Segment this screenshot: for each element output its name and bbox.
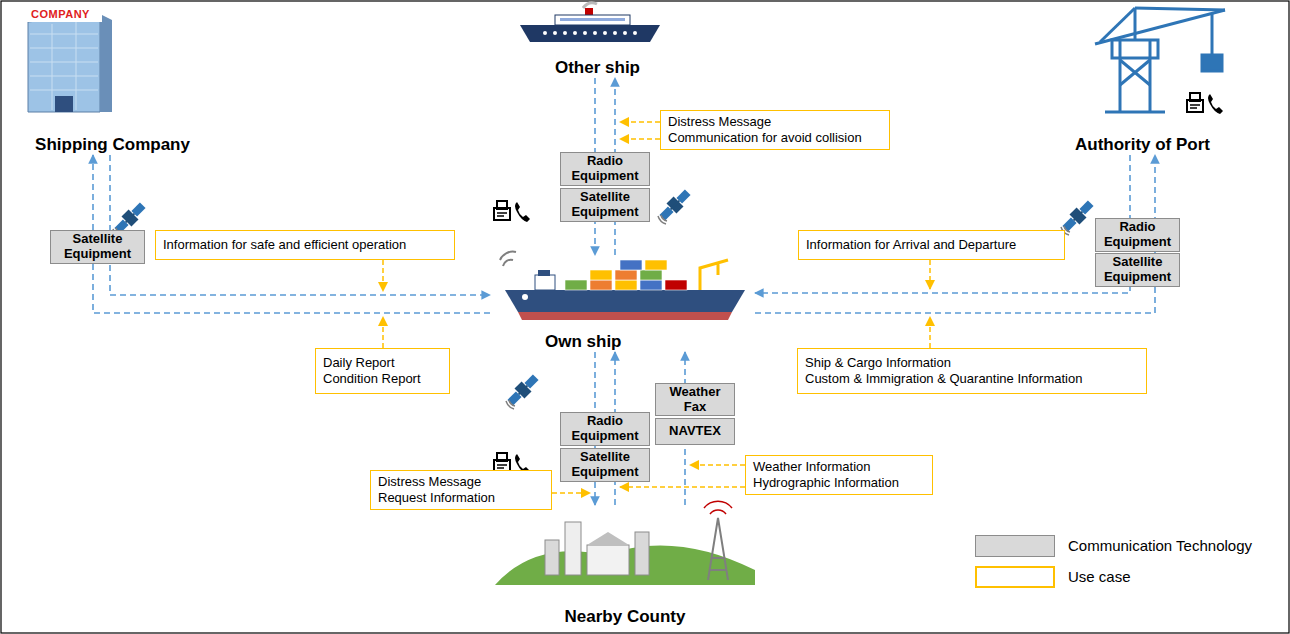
county-town-icon [495, 501, 755, 585]
legend-swatch [975, 535, 1055, 557]
communication-technology-box: Radio Equipment [1095, 218, 1180, 252]
technology-name: Satellite Equipment [54, 232, 141, 262]
use-case-leader [383, 122, 930, 493]
technology-name: Weather Fax [659, 385, 731, 415]
use-case-box: Information for safe and efficient opera… [155, 230, 455, 260]
use-case-text: Request Information [378, 490, 544, 506]
communication-technology-box: NAVTEX [655, 418, 735, 445]
use-case-box: Distress MessageRequest Information [370, 470, 552, 510]
communication-technology-box: Weather Fax [655, 383, 735, 416]
sign-text: COMPANY [31, 9, 90, 20]
use-case-text: Information for Arrival and Departure [806, 237, 1057, 253]
entity-node: Own ship [490, 255, 755, 352]
port-crane-icon [1095, 8, 1225, 112]
entity-node: Shipping Company [15, 5, 210, 155]
own-ship-icon [500, 252, 745, 320]
entity-name: Nearby County [565, 607, 686, 627]
use-case-box: Weather InformationHydrographic Informat… [745, 455, 933, 495]
communication-link [110, 155, 490, 295]
communication-technology-box: Radio Equipment [560, 152, 650, 186]
use-case-box: Daily ReportCondition Report [315, 348, 450, 394]
use-case-box: Information for Arrival and Departure [798, 230, 1065, 260]
communication-link [93, 155, 490, 313]
legend-text: Communication Technology [1068, 537, 1252, 554]
communication-technology-box: Radio Equipment [560, 412, 650, 446]
use-case-text: Information for safe and efficient opera… [163, 237, 447, 253]
use-case-box: Ship & Cargo InformationCustom & Immigra… [797, 348, 1147, 394]
use-case-text: Ship & Cargo Information [805, 355, 1139, 371]
entity-name: Shipping Company [35, 135, 190, 155]
use-case-text: Hydrographic Information [753, 475, 925, 491]
entity-node: Authority of Port [1045, 0, 1240, 155]
technology-name: Radio Equipment [564, 154, 646, 184]
communication-technology-box: Satellite Equipment [1095, 253, 1180, 287]
entity-name: Own ship [545, 332, 622, 352]
technology-name: Satellite Equipment [564, 450, 646, 480]
communication-technology-box: Satellite Equipment [560, 188, 650, 222]
use-case-text: Weather Information [753, 459, 925, 475]
technology-name: NAVTEX [669, 424, 721, 439]
communication-technology-box: Satellite Equipment [50, 230, 145, 264]
entity-name: Other ship [555, 58, 640, 78]
technology-name: Radio Equipment [564, 414, 646, 444]
use-case-text: Communication for avoid collision [668, 130, 882, 146]
use-case-text: Condition Report [323, 371, 442, 387]
other-ship-icon [520, 3, 660, 42]
technology-name: Satellite Equipment [564, 190, 646, 220]
communication-link [755, 155, 1130, 293]
entity-node: Other ship [525, 0, 670, 78]
entity-name: Authority of Port [1075, 135, 1210, 155]
use-case-text: Distress Message [668, 114, 882, 130]
technology-name: Radio Equipment [1099, 220, 1176, 250]
use-case-text: Custom & Immigration & Quarantine Inform… [805, 371, 1139, 387]
use-case-text: Daily Report [323, 355, 442, 371]
technology-name: Satellite Equipment [1099, 255, 1176, 285]
communication-technology-box: Satellite Equipment [560, 448, 650, 482]
entity-node: Nearby County [490, 505, 760, 627]
legend-swatch [975, 566, 1055, 588]
use-case-text: Distress Message [378, 474, 544, 490]
company-building [26, 10, 112, 112]
use-case-box: Distress MessageCommunication for avoid … [660, 110, 890, 150]
legend-text: Use case [1068, 568, 1131, 585]
